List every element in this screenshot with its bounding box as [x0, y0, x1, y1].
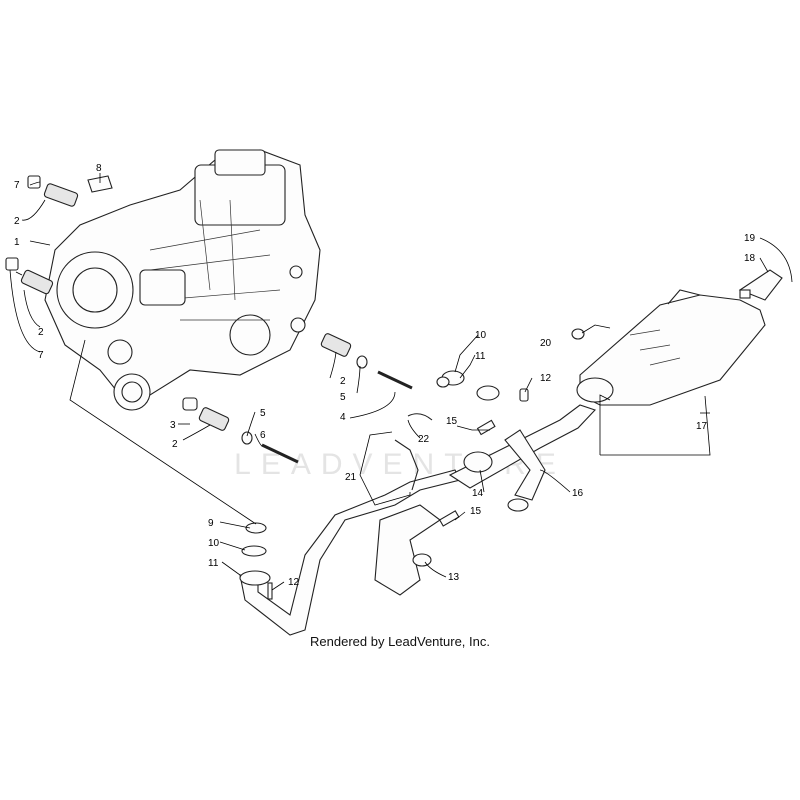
callout-5-lower: 5 [260, 408, 266, 419]
callout-2-mid: 2 [340, 376, 346, 387]
callout-2-left: 2 [38, 327, 44, 338]
callout-18: 18 [744, 253, 756, 264]
callout-17: 17 [696, 421, 708, 432]
callout-10-lower: 10 [208, 538, 220, 549]
callout-14: 14 [472, 488, 484, 499]
callout-11-lower: 11 [208, 558, 219, 569]
callout-13: 13 [448, 572, 460, 583]
stud-and-nut-parts [5, 175, 413, 464]
callout-6: 6 [260, 430, 266, 441]
callout-12-lower: 12 [288, 577, 300, 588]
exhaust-header-pipe [239, 370, 596, 636]
callout-12-upper: 12 [540, 373, 552, 384]
leader-lines [9, 173, 793, 591]
callout-9: 9 [208, 518, 214, 529]
callout-7-lower: 7 [38, 350, 44, 361]
callout-labels: 1 2 2 2 2 3 4 5 5 6 7 7 8 9 10 10 11 11 … [14, 163, 756, 588]
callout-2-lower: 2 [172, 439, 178, 450]
callout-15-upper: 15 [446, 416, 458, 427]
callout-1: 1 [14, 237, 20, 248]
callout-3: 3 [170, 420, 176, 431]
callout-19: 19 [744, 233, 756, 244]
callout-11-upper: 11 [475, 351, 486, 362]
muffler [571, 269, 783, 406]
callout-22: 22 [418, 434, 430, 445]
callout-20: 20 [540, 338, 552, 349]
callout-5-mid: 5 [340, 392, 346, 403]
callout-21: 21 [345, 472, 357, 483]
callout-16: 16 [572, 488, 584, 499]
callout-7-top: 7 [14, 180, 20, 191]
callout-15-lower: 15 [470, 506, 482, 517]
callout-2-top: 2 [14, 216, 20, 227]
render-credit-caption: Rendered by LeadVenture, Inc. [310, 634, 490, 649]
engine-assembly [44, 149, 321, 411]
callout-8: 8 [96, 163, 102, 174]
callout-10-upper: 10 [475, 330, 487, 341]
callout-4: 4 [340, 412, 346, 423]
